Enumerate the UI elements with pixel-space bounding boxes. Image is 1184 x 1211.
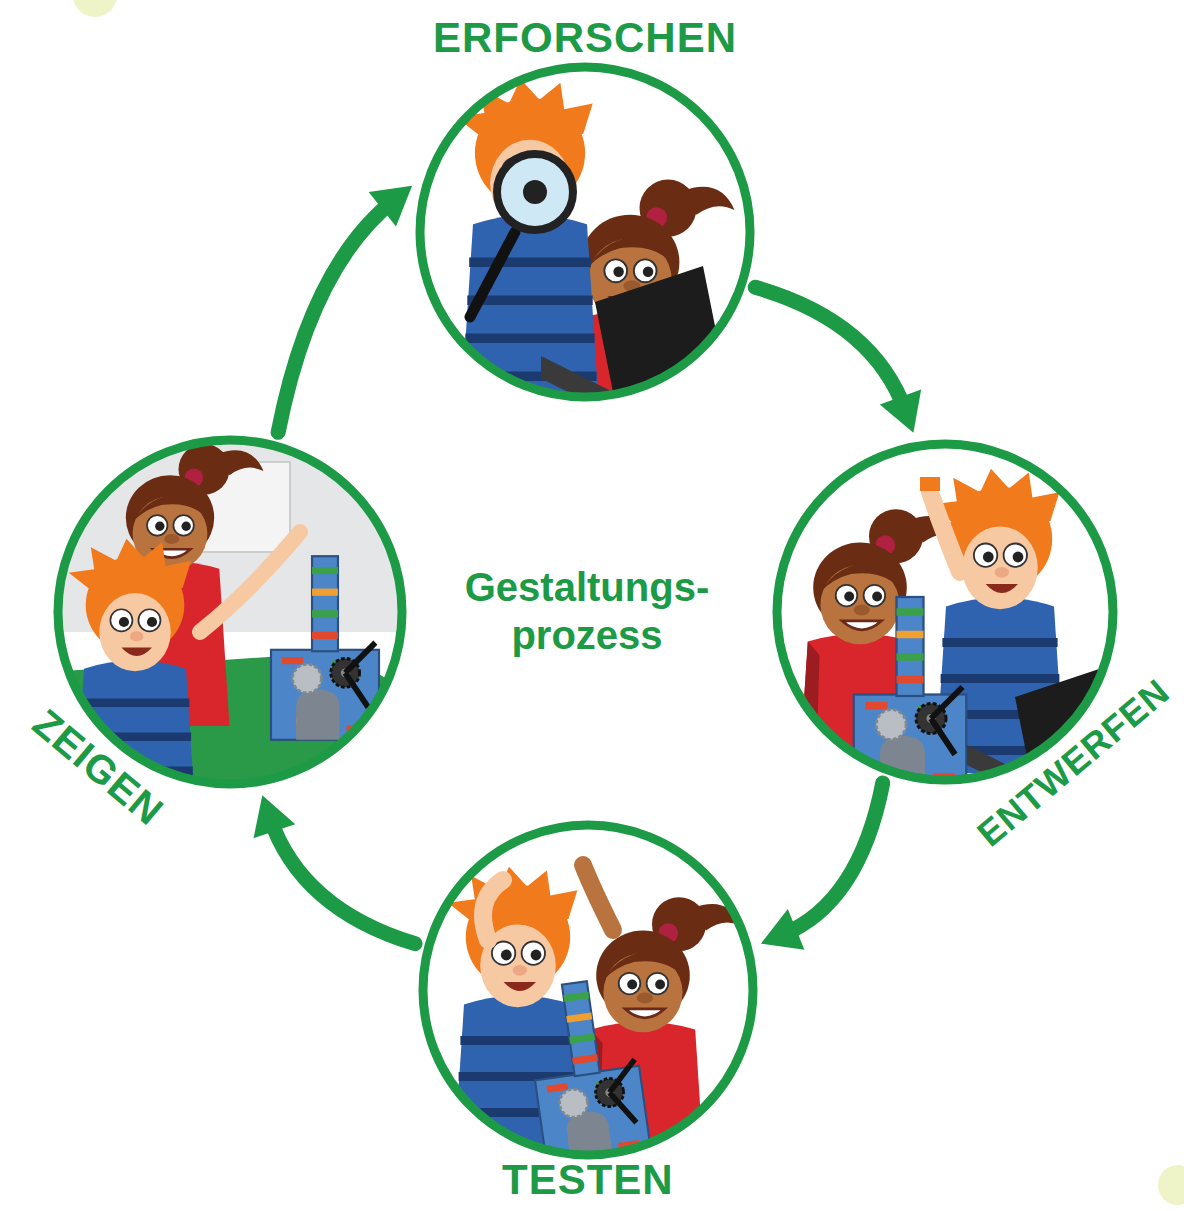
- process-circle: ZEIGEN: [52, 434, 408, 790]
- circle-outline: [52, 434, 408, 790]
- cycle-arrow: [270, 817, 416, 944]
- test-scene: [418, 820, 758, 1196]
- cycle-arrow: [782, 783, 883, 935]
- cycle-arrow: [755, 287, 905, 411]
- circle-outline: [414, 61, 756, 403]
- decor-dot: [1158, 1165, 1184, 1205]
- decor-dot: [73, 0, 117, 17]
- cycle-arrow: [278, 200, 394, 432]
- circle-outline: [771, 438, 1119, 786]
- circle-outline: [417, 819, 759, 1161]
- process-circle: ERFORSCHEN: [414, 61, 756, 403]
- arrow-head: [761, 909, 804, 950]
- arrow-head: [254, 795, 296, 838]
- process-circle: TESTEN: [417, 819, 759, 1161]
- arrow-head: [880, 390, 921, 433]
- step-label: ERFORSCHEN: [433, 15, 737, 61]
- process-circle: ENTWERFEN: [771, 438, 1119, 786]
- step-label: ENTWERFEN: [969, 671, 1176, 854]
- arrow-head: [369, 186, 412, 227]
- explore-scene: [415, 62, 755, 495]
- diagram-title: Gestaltungs- prozess: [442, 563, 732, 659]
- step-label: TESTEN: [502, 1157, 674, 1203]
